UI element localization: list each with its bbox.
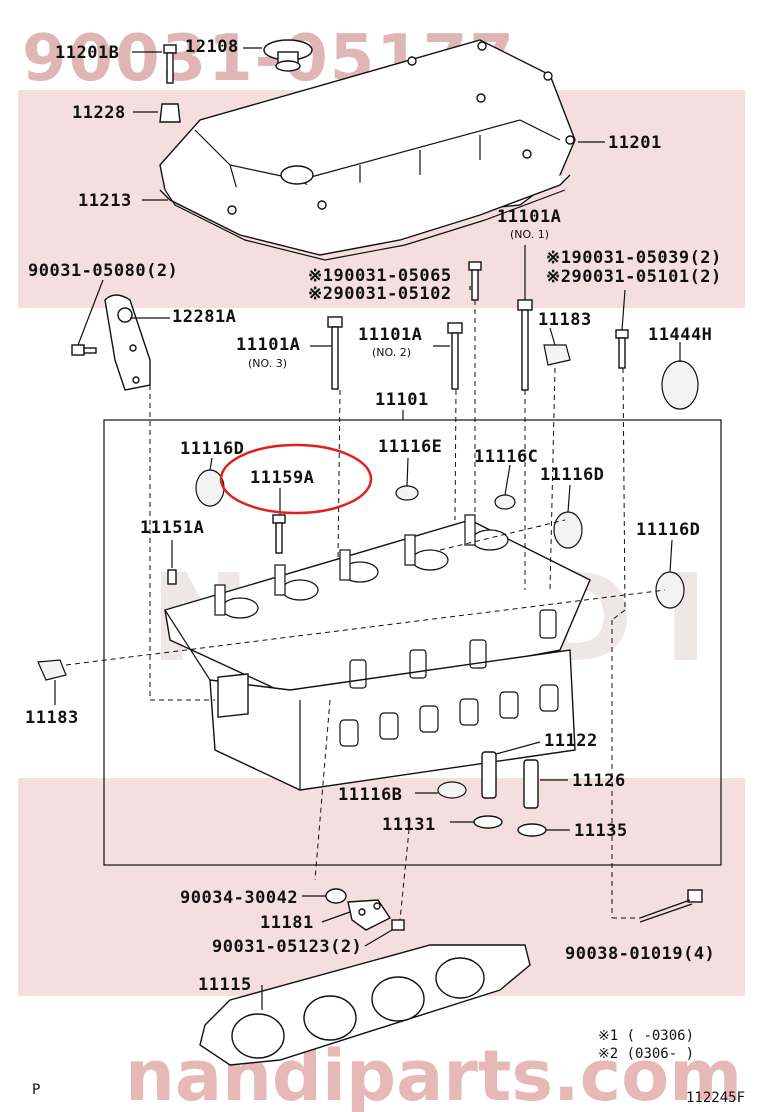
label-11116d-a[interactable]: 11116D bbox=[180, 439, 244, 459]
note-1: ※1 ( -0306) bbox=[598, 1028, 694, 1044]
oil-filler-cap-drawing bbox=[263, 39, 313, 72]
label-11101a-no1[interactable]: 11101A bbox=[497, 207, 561, 227]
cylinder-head-cover-drawing bbox=[159, 39, 576, 256]
label-11159a[interactable]: 11159A bbox=[250, 468, 314, 488]
sublabel-no2: (NO. 2) bbox=[372, 346, 411, 359]
label-11183-top[interactable]: 11183 bbox=[538, 310, 592, 330]
label-12281a[interactable]: 12281A bbox=[172, 307, 236, 327]
label-11115[interactable]: 11115 bbox=[198, 975, 252, 995]
label-11126[interactable]: 11126 bbox=[572, 771, 626, 791]
note-2: ※2 (0306- ) bbox=[598, 1046, 694, 1062]
label-11116c[interactable]: 11116C bbox=[474, 447, 538, 467]
label-11444h[interactable]: 11444H bbox=[648, 325, 712, 345]
figure-code: 112245F bbox=[686, 1090, 745, 1106]
label-11131[interactable]: 11131 bbox=[382, 815, 436, 835]
part-labels: 11201B 12108 11228 11201 11213 11101A (N… bbox=[25, 37, 722, 995]
footnotes: ※1 ( -0306) ※2 (0306- ) P 112245F bbox=[32, 1028, 745, 1106]
sublabel-no3: (NO. 3) bbox=[248, 357, 287, 370]
head-gasket-drawing bbox=[199, 944, 531, 1066]
label-90038-01019[interactable]: 90038-01019(4) bbox=[565, 944, 715, 964]
plugs-drawing bbox=[37, 344, 699, 799]
head-bolts-drawing bbox=[327, 261, 629, 391]
label-11213[interactable]: 11213 bbox=[78, 191, 132, 211]
label-11181[interactable]: 11181 bbox=[260, 913, 314, 933]
label-11101[interactable]: 11101 bbox=[375, 390, 429, 410]
bolt-11201b-drawing bbox=[163, 44, 177, 84]
subassembly-frame bbox=[103, 419, 722, 866]
grommet-11228-drawing bbox=[159, 103, 181, 123]
label-12108[interactable]: 12108 bbox=[185, 37, 239, 57]
label-90031-05123[interactable]: 90031-05123(2) bbox=[212, 937, 362, 957]
label-11101a-no2[interactable]: 11101A bbox=[358, 325, 422, 345]
label-90031-05101[interactable]: ※290031-05101(2) bbox=[546, 267, 722, 287]
label-11183-left[interactable]: 11183 bbox=[25, 708, 79, 728]
engine-hanger-drawing bbox=[71, 294, 151, 391]
highlight-circle bbox=[219, 443, 373, 515]
label-11201[interactable]: 11201 bbox=[608, 133, 662, 153]
label-90031-05065[interactable]: ※190031-05065 bbox=[308, 266, 452, 286]
label-90031-05080[interactable]: 90031-05080(2) bbox=[28, 261, 178, 281]
valve-guides-drawing bbox=[473, 751, 547, 837]
label-11151a[interactable]: 11151A bbox=[140, 518, 204, 538]
label-11135[interactable]: 11135 bbox=[574, 821, 628, 841]
label-11116d-b[interactable]: 11116D bbox=[540, 465, 604, 485]
watermark-parts-word: PARTS bbox=[190, 767, 760, 941]
label-11122[interactable]: 11122 bbox=[544, 731, 598, 751]
label-11228[interactable]: 11228 bbox=[72, 103, 126, 123]
label-90031-05039[interactable]: ※190031-05039(2) bbox=[546, 248, 722, 268]
label-11101a-no3[interactable]: 11101A bbox=[236, 335, 300, 355]
label-90034-30042[interactable]: 90034-30042 bbox=[180, 888, 298, 908]
sublabel-no1: (NO. 1) bbox=[510, 228, 549, 241]
label-11201b[interactable]: 11201B bbox=[55, 43, 119, 63]
label-11116e[interactable]: 11116E bbox=[378, 437, 442, 457]
head-cover-gasket-drawing bbox=[164, 189, 566, 261]
leader-lines bbox=[54, 47, 681, 1010]
label-11116b[interactable]: 11116B bbox=[338, 785, 402, 805]
label-90031-05102[interactable]: ※290031-05102 bbox=[308, 284, 452, 304]
label-11116d-c[interactable]: 11116D bbox=[636, 520, 700, 540]
page-letter: P bbox=[32, 1082, 40, 1098]
dashed-lines bbox=[65, 300, 666, 921]
